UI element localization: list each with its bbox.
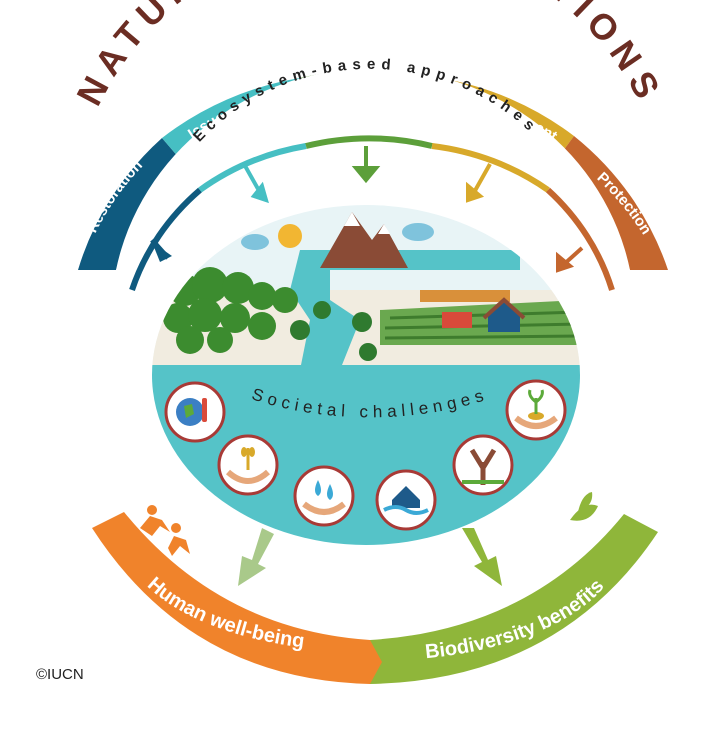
copyright-text: ©IUCN	[36, 666, 84, 683]
inner-arrows	[129, 135, 615, 291]
leaf-icon	[570, 492, 598, 521]
band-human-wellbeing	[92, 512, 370, 684]
down-arrows	[150, 146, 584, 273]
flooded-house-icon	[375, 469, 437, 531]
hands-plant-coin-icon	[505, 379, 567, 441]
arrow-management	[466, 163, 492, 203]
band-biodiversity	[370, 514, 658, 684]
arrow-protection	[556, 246, 584, 273]
outcome-arrows	[238, 528, 502, 586]
farmland-icon	[380, 290, 580, 345]
tree-person-icon	[452, 434, 514, 496]
category-band	[78, 68, 668, 290]
mountain-icon	[320, 212, 408, 268]
segment-restoration	[78, 138, 186, 270]
people-icon	[140, 505, 190, 556]
arrow-biodiversity	[462, 528, 502, 586]
landscape-ellipse	[152, 205, 580, 545]
arrow-human-wellbeing	[238, 528, 274, 586]
cloud-icon	[241, 223, 540, 250]
forest-icon	[163, 267, 298, 354]
outcome-band	[92, 512, 658, 684]
mangrove-icon	[290, 301, 377, 361]
arrow-issue-specific	[242, 163, 269, 204]
sun-icon	[278, 224, 302, 248]
globe-thermometer-icon	[164, 381, 226, 443]
hands-wheat-icon	[217, 434, 279, 496]
challenge-icons	[164, 379, 567, 531]
arrow-infrastructure	[351, 146, 381, 184]
hands-water-drops-icon	[293, 465, 355, 527]
